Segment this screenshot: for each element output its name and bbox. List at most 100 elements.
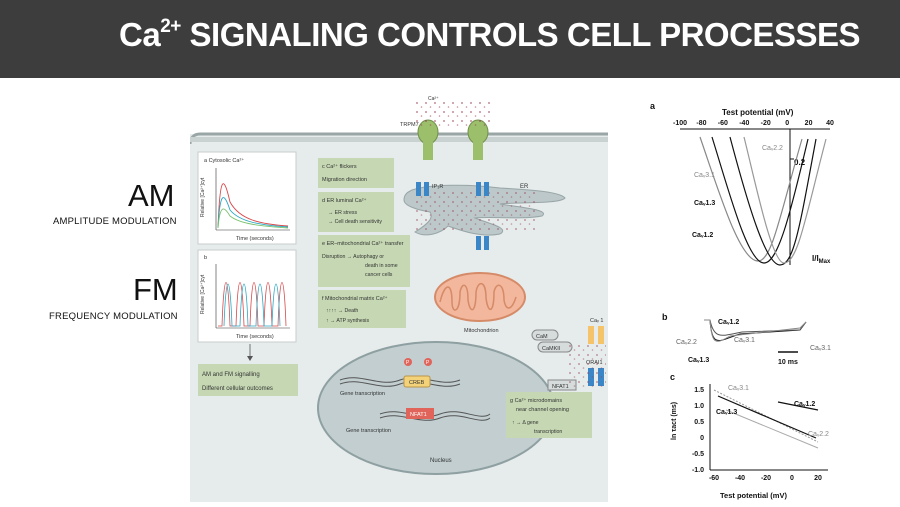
y-label-a: Relative [Ca²⁺]cyt bbox=[200, 177, 206, 217]
panel-a-label: a bbox=[650, 101, 656, 111]
phospho-2: P bbox=[426, 360, 430, 366]
box-f-body-2: ↑ → ATP synthesis bbox=[326, 318, 369, 324]
panel-c-xtick: 0 bbox=[790, 475, 794, 482]
box-e-body-3: cancer cells bbox=[365, 272, 393, 278]
box-e-body-2: death in some bbox=[365, 263, 398, 269]
box-g-body-2: transcription bbox=[534, 429, 562, 435]
box-g-title-1: g Ca²⁺ microdomains bbox=[510, 397, 562, 404]
trace-label-cav2-2: Caᵥ2.2 bbox=[676, 339, 697, 346]
page-title: Ca2+ SIGNALING CONTROLS CELL PROCESSES bbox=[119, 16, 861, 54]
fm-subheading: FREQUENCY MODULATION bbox=[49, 311, 178, 322]
curve-cav2-2 bbox=[743, 136, 827, 264]
panel-a-ylabel: I/IMax bbox=[812, 254, 831, 265]
amfm-signalling: AM and FM signalling bbox=[202, 372, 260, 378]
panel-b-label: b bbox=[204, 255, 207, 261]
cav1-channel bbox=[588, 326, 604, 344]
title-bar: Ca2+ SIGNALING CONTROLS CELL PROCESSES bbox=[0, 0, 900, 78]
camkii-label: CaMKII bbox=[542, 346, 561, 352]
am-subheading: AMPLITUDE MODULATION bbox=[53, 216, 177, 227]
box-e-body-1: Disruption → Autophagy or bbox=[322, 254, 384, 260]
panel-c-yticks: 1.5 1.0 0.5 0 -0.5 -1.0 bbox=[692, 387, 704, 474]
panel-c-ytick: 0 bbox=[700, 435, 704, 442]
legend-cav2-2: Caᵥ2.2 bbox=[762, 145, 783, 152]
panel-a-xtick: -60 bbox=[718, 120, 728, 127]
panel-c-xtick: -60 bbox=[709, 475, 719, 482]
scale-bar-label: 10 ms bbox=[778, 359, 798, 366]
box-d-body-2: → Cell death sensitivity bbox=[328, 219, 382, 225]
mitochondrion bbox=[434, 272, 526, 322]
gene-transcription-1: Gene transcription bbox=[340, 391, 385, 397]
trpm7-label: TRPM7 bbox=[400, 122, 419, 128]
box-f-title: f Mitochondrial matrix Ca²⁺ bbox=[322, 295, 388, 302]
curve-cav1-2 bbox=[729, 136, 817, 266]
legend-c-cav1-3: Caᵥ1.3 bbox=[716, 409, 737, 416]
trace-label-cav3-1-a: Caᵥ3.1 bbox=[734, 337, 755, 344]
legend-c-cav3-1: Caᵥ3.1 bbox=[728, 385, 749, 392]
panel-c-ylabel: ln τact (ms) bbox=[671, 402, 678, 440]
series-cav1-2 bbox=[777, 401, 819, 411]
box-c-body: Migration direction bbox=[322, 177, 367, 183]
panel-a-title: a Cytosolic Ca²⁺ bbox=[204, 157, 244, 164]
box-g-body-1: ↑ → Δ gene bbox=[512, 420, 539, 426]
panel-c-ytick: -1.0 bbox=[692, 467, 704, 474]
ip3r-label: IP₃R bbox=[432, 184, 443, 190]
trace-label-cav3-1-b: Caᵥ3.1 bbox=[810, 345, 831, 352]
panel-c-ytick: 1.5 bbox=[694, 387, 704, 394]
calcium-signaling-diagram: a Cytosolic Ca²⁺ b Relative [Ca²⁺]cyt Re… bbox=[190, 96, 608, 502]
panel-a-xtick: -80 bbox=[696, 120, 706, 127]
title-base: Ca bbox=[119, 16, 161, 53]
series-cav3-1 bbox=[713, 389, 819, 443]
panel-a-xtick: 20 bbox=[805, 120, 813, 127]
cav1-label: Caᵥ 1 bbox=[590, 318, 603, 324]
nucleus-label: Nucleus bbox=[430, 458, 452, 464]
box-d-title: d ER luminal Ca²⁺ bbox=[322, 197, 367, 204]
title-superscript: 2+ bbox=[160, 16, 181, 37]
mito-label: Mitochondrion bbox=[464, 328, 499, 334]
curve-cav3-1 bbox=[699, 136, 803, 262]
trace-label-cav1-2: Caᵥ1.2 bbox=[718, 319, 739, 326]
legend-cav1-2: Caᵥ1.2 bbox=[692, 232, 713, 239]
panel-a-xtick: 0 bbox=[785, 120, 789, 127]
legend-c-cav1-2: Caᵥ1.2 bbox=[794, 401, 815, 408]
panel-c-label: c bbox=[670, 372, 675, 382]
nfat1-nucleus-label: NFAT1 bbox=[410, 412, 427, 418]
box-g-title-2: near channel opening bbox=[516, 407, 569, 413]
panel-c-xtick: 20 bbox=[814, 475, 822, 482]
panel-a-ytick: 0.2 bbox=[794, 158, 806, 167]
title-rest: SIGNALING CONTROLS CELL PROCESSES bbox=[180, 16, 861, 53]
box-c-title: c Ca²⁺ flickers bbox=[322, 163, 357, 170]
time-label-a: Time (seconds) bbox=[236, 236, 274, 242]
box-d-body-1: → ER stress bbox=[328, 210, 358, 216]
box-e-title: e ER–mitochondrial Ca²⁺ transfer bbox=[322, 240, 404, 247]
box-f-body-1: ↑↑↑↑ → Death bbox=[326, 308, 358, 314]
ip3r-channel bbox=[416, 182, 489, 250]
panel-c-ytick: 1.0 bbox=[694, 403, 704, 410]
cam-label: CaM bbox=[536, 334, 548, 340]
panel-a-xtick: -20 bbox=[761, 120, 771, 127]
panel-c-ytick: 0.5 bbox=[694, 419, 704, 426]
y-label-b: Relative [Ca²⁺]cyt bbox=[200, 274, 206, 314]
panel-a-xtick: 40 bbox=[826, 120, 834, 127]
creb-label: CREB bbox=[409, 380, 425, 386]
curve-cav1-3 bbox=[711, 136, 809, 264]
phospho-1: P bbox=[406, 360, 410, 366]
legend-c-cav2-2: Caᵥ2.2 bbox=[808, 431, 829, 438]
trace-label-cav1-3: Caᵥ1.3 bbox=[688, 357, 709, 364]
er-label: ER bbox=[520, 184, 529, 190]
time-label-b: Time (seconds) bbox=[236, 334, 274, 340]
panel-a-xtick: -40 bbox=[739, 120, 749, 127]
ca-label-top: Ca²⁺ bbox=[428, 96, 439, 102]
panel-a-ylabel-sub: Max bbox=[819, 259, 831, 265]
panel-c-ytick: -0.5 bbox=[692, 451, 704, 458]
am-heading: AM bbox=[128, 178, 175, 213]
panel-c-xlabel: Test potential (mV) bbox=[720, 491, 787, 500]
amfm-outcomes: Different cellular outcomes bbox=[202, 386, 273, 392]
series-cav1-3 bbox=[717, 395, 817, 439]
panel-c-xtick: -20 bbox=[761, 475, 771, 482]
panel-a-xlabel: Test potential (mV) bbox=[722, 108, 794, 117]
gene-transcription-2: Gene transcription bbox=[346, 428, 391, 434]
panel-a-ylabel-main: I/I bbox=[812, 254, 819, 263]
